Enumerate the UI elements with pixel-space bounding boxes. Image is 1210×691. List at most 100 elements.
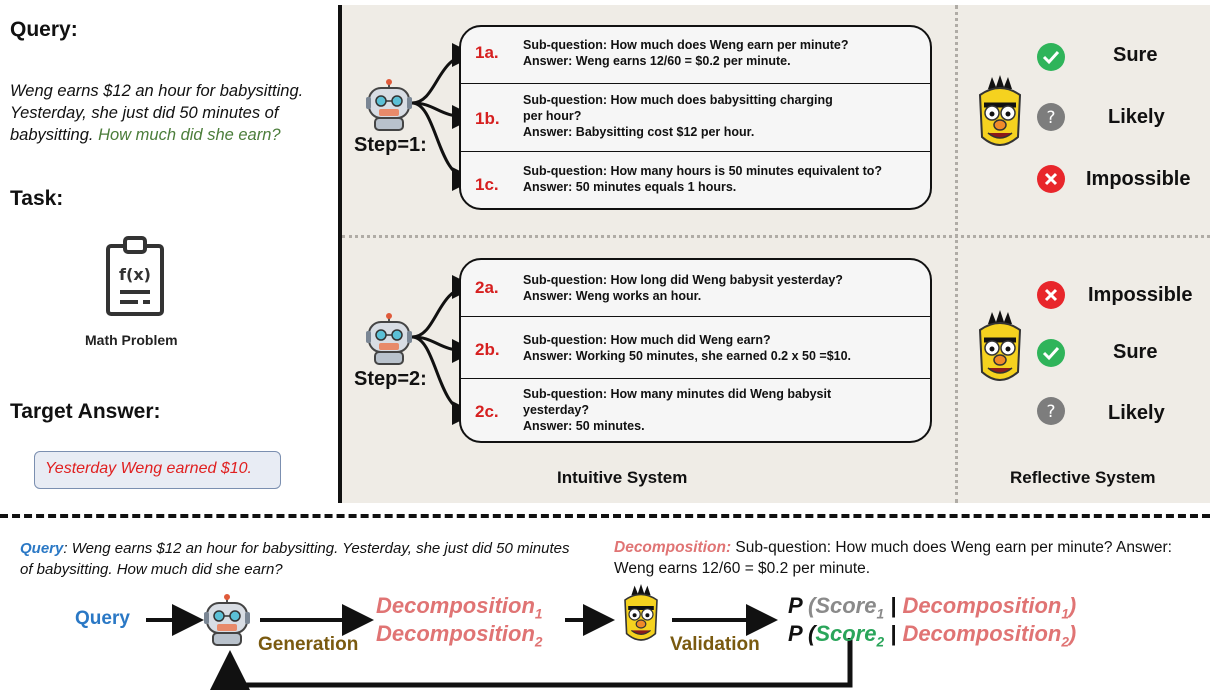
bottom-decomposition-label: Decomposition: — [614, 539, 732, 556]
target-answer-box: Yesterday Weng earned $10. — [34, 451, 281, 489]
validation-label: Validation — [670, 634, 760, 655]
question-icon: ? — [1036, 102, 1066, 137]
row-text: Sub-question: How much did Weng earn? An… — [523, 332, 851, 364]
validator-character-icon — [617, 584, 665, 653]
row-id: 2c. — [475, 402, 499, 421]
verdict-label: Sure — [1113, 341, 1158, 363]
generation-label: Generation — [258, 634, 359, 655]
verdict-label: Impossible — [1088, 284, 1193, 306]
decomposition-row: 2b. Sub-question: How much did Weng earn… — [461, 316, 930, 379]
steps-divider — [342, 235, 1210, 238]
decomposition-word: Decomposition — [376, 621, 535, 646]
row-answer: Answer: Weng works an hour. — [523, 289, 702, 303]
task-heading: Task: — [10, 187, 64, 210]
target-heading: Target Answer: — [10, 400, 161, 423]
decomposition-row: 2a. Sub-question: How long did Weng baby… — [461, 260, 930, 317]
p-symbol: P — [788, 621, 802, 646]
row-subquestion: Sub-question: How much does Weng earn pe… — [523, 38, 849, 52]
decomposition-subscript: 2 — [534, 634, 543, 650]
score-subscript: 2 — [876, 634, 885, 650]
row-subquestion: Sub-question: How many hours is 50 minut… — [523, 164, 883, 178]
reflective-system-label: Reflective System — [1010, 468, 1156, 487]
check-icon — [1036, 42, 1066, 77]
row-subquestion-cont: per hour? — [523, 109, 582, 123]
task-icon-glyph: f(x) — [119, 265, 151, 284]
row-answer: Answer: Weng earns 12/60 = $0.2 per minu… — [523, 54, 791, 68]
verdict-label: Sure — [1113, 44, 1158, 66]
verdict-label: Likely — [1108, 106, 1165, 128]
score-subscript: 1 — [876, 606, 885, 622]
row-answer: Answer: 50 minutes. — [523, 419, 645, 433]
row-id: 2a. — [475, 278, 499, 297]
decomposition-subscript: 1 — [1061, 606, 1069, 622]
intuitive-system-label: Intuitive System — [557, 468, 688, 487]
row-subquestion: Sub-question: How much did Weng earn? — [523, 333, 771, 347]
row-answer: Answer: Working 50 minutes, she earned 0… — [523, 349, 852, 363]
svg-text:?: ? — [1046, 108, 1055, 128]
systems-divider — [955, 5, 958, 503]
flow-query-label: Query — [75, 608, 130, 629]
row-id: 1a. — [475, 43, 499, 62]
query-text: Weng earns $12 an hour for babysitting. … — [10, 80, 335, 146]
clipboard-icon: f(x) — [102, 234, 168, 320]
row-subquestion-cont: yesterday? — [523, 403, 590, 417]
decomposition-word: Decomposition — [376, 593, 535, 618]
decomposition-row: 1a. Sub-question: How much does Weng ear… — [461, 27, 930, 84]
probability-expression-1: P (Score1 | Decomposition1) — [788, 593, 1077, 622]
row-subquestion: Sub-question: How long did Weng babysit … — [523, 273, 843, 287]
verdict-label: Impossible — [1086, 168, 1191, 190]
row-answer: Answer: Babysitting cost $12 per hour. — [523, 125, 755, 139]
decomposition-row: 1b. Sub-question: How much does babysitt… — [461, 83, 930, 152]
cross-icon — [1036, 164, 1066, 199]
flow-arrows — [146, 604, 853, 690]
bottom-query: Query: Weng earns $12 an hour for babysi… — [20, 538, 580, 580]
validator-character-icon — [970, 75, 1030, 160]
decomposition-1: Decomposition1 — [376, 592, 542, 628]
decomposition-2: Decomposition2 — [376, 620, 542, 656]
step1-card: 1a. Sub-question: How much does Weng ear… — [459, 25, 932, 210]
step2-card: 2a. Sub-question: How long did Weng baby… — [459, 258, 932, 443]
decomposition-subscript: 2 — [1061, 634, 1069, 650]
question-icon: ? — [1036, 396, 1066, 431]
decomposition-word: Decomposition — [902, 593, 1062, 618]
decomposition-word: Decomposition — [902, 621, 1062, 646]
score-word: Score — [815, 593, 877, 618]
column-divider — [338, 5, 342, 503]
row-subquestion: Sub-question: How many minutes did Weng … — [523, 387, 832, 401]
row-text: Sub-question: How many minutes did Weng … — [523, 386, 831, 434]
bottom-query-label: Query — [20, 540, 64, 557]
verdict-label: Likely — [1108, 402, 1165, 424]
robot-icon — [365, 313, 413, 370]
decomposition-row: 1c. Sub-question: How many hours is 50 m… — [461, 151, 930, 208]
validator-character-icon — [970, 310, 1030, 395]
step1-label: Step=1: — [354, 134, 427, 156]
query-statement: Weng earns $12 an hour for babysitting. … — [10, 82, 304, 144]
row-text: Sub-question: How many hours is 50 minut… — [523, 163, 882, 195]
section-divider — [0, 514, 1210, 518]
step2-label: Step=2: — [354, 368, 427, 390]
check-icon — [1036, 338, 1066, 373]
row-id: 1c. — [475, 175, 499, 194]
task-icon-caption: Math Problem — [85, 332, 178, 348]
bottom-decomposition-text: Sub-question: How much does Weng earn pe… — [614, 539, 1172, 577]
svg-text:?: ? — [1046, 402, 1055, 422]
row-subquestion: Sub-question: How much does babysitting … — [523, 93, 833, 107]
bottom-query-text: : Weng earns $12 an hour for babysitting… — [20, 540, 570, 578]
bottom-decomposition: Decomposition: Sub-question: How much do… — [614, 537, 1204, 579]
robot-icon — [203, 594, 251, 651]
p-symbol: P — [788, 593, 802, 618]
row-id: 1b. — [475, 109, 500, 128]
query-heading: Query: — [10, 18, 78, 41]
decomposition-subscript: 1 — [534, 606, 543, 622]
row-answer: Answer: 50 minutes equals 1 hours. — [523, 180, 737, 194]
cross-icon — [1036, 280, 1066, 315]
robot-icon — [365, 79, 413, 136]
query-question: How much did she earn? — [98, 126, 281, 144]
row-id: 2b. — [475, 340, 500, 359]
row-text: Sub-question: How much does Weng earn pe… — [523, 37, 848, 69]
score-word: Score — [815, 621, 877, 646]
row-text: Sub-question: How long did Weng babysit … — [523, 272, 843, 304]
row-text: Sub-question: How much does babysitting … — [523, 92, 833, 140]
decomposition-row: 2c. Sub-question: How many minutes did W… — [461, 378, 930, 441]
probability-expression-2: P (Score2 | Decomposition2) — [788, 621, 1077, 650]
